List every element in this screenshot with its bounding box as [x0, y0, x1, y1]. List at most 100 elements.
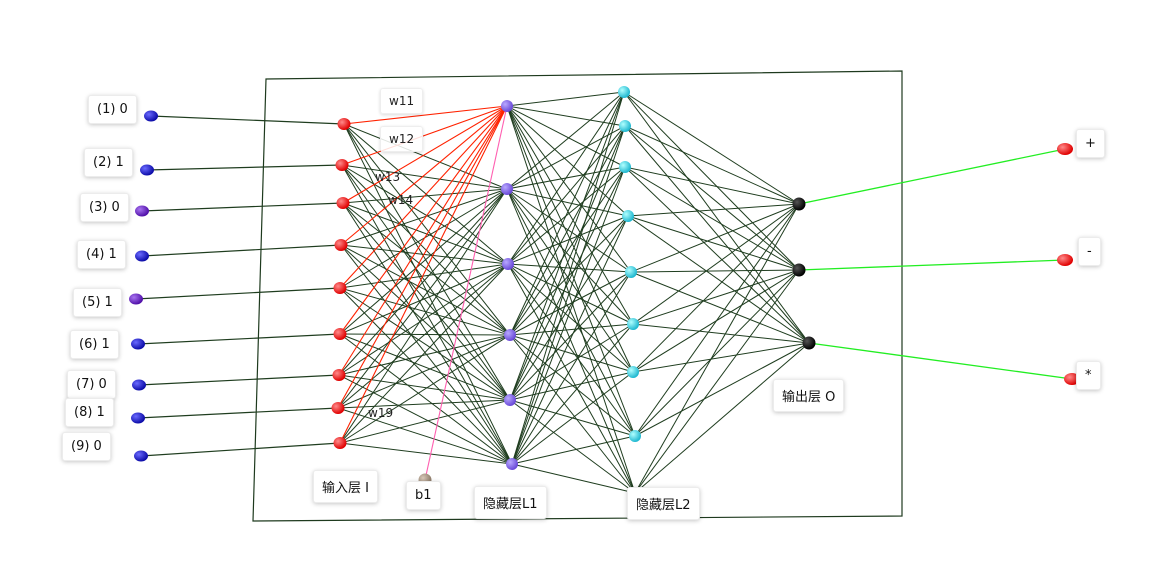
- h1-h2-edge: [507, 263, 634, 325]
- h1-h2-edge: [509, 91, 625, 401]
- i-h1-edge: [340, 188, 508, 246]
- h1-h2-edge: [509, 371, 634, 401]
- h1-h2-edge: [506, 105, 636, 494]
- h2-out-edge: [634, 203, 800, 494]
- i-h1-edge: [338, 374, 513, 465]
- i-h1-edge: [339, 399, 511, 444]
- h1-h2-edge: [509, 323, 634, 336]
- purple-sphere: [129, 293, 143, 305]
- h1-h2-edge: [511, 371, 634, 465]
- blue-sphere: [132, 379, 146, 391]
- layer-label-hidden2: 隐藏层L2: [627, 487, 700, 520]
- hidden1-neuron: [501, 100, 513, 112]
- output-edge: [798, 148, 1066, 205]
- h2-out-edge: [634, 203, 800, 437]
- h2-out-edge: [624, 166, 810, 344]
- i-h1-edge: [341, 164, 513, 465]
- i-h1-edge: [337, 407, 513, 465]
- blue-sphere: [131, 338, 145, 350]
- h1-h2-edge: [509, 125, 626, 401]
- blue-sphere: [140, 164, 154, 176]
- output-edge: [798, 259, 1066, 271]
- i-h1-edge: [337, 263, 509, 409]
- input-neuron: [337, 118, 351, 130]
- input-label: (5) 1: [73, 288, 122, 317]
- h2-out-edge: [624, 166, 800, 271]
- i-h1-edge: [339, 442, 513, 465]
- input-neuron: [333, 328, 347, 340]
- h2-out-edge: [634, 342, 810, 494]
- h2-out-edge: [632, 323, 810, 344]
- i-h1-edge: [339, 188, 508, 444]
- h2-out-edge: [632, 342, 810, 373]
- h1-h2-edge: [511, 323, 634, 465]
- i-h1-edge: [337, 188, 508, 409]
- input-neuron: [333, 282, 347, 294]
- blue-sphere: [135, 250, 149, 262]
- input-label: (3) 0: [80, 193, 129, 222]
- i-h1-edge: [339, 333, 511, 401]
- result-node: [1057, 143, 1073, 155]
- i-h1-edge: [339, 188, 508, 289]
- weight-edge: [343, 105, 508, 125]
- input-edge: [137, 407, 339, 419]
- i-h1-edge: [343, 123, 511, 336]
- input-label: (7) 0: [67, 370, 116, 399]
- h1-h2-edge: [506, 105, 626, 127]
- h2-out-edge: [630, 271, 810, 344]
- weight-label: w11: [380, 88, 424, 114]
- i-h1-edge: [343, 123, 508, 190]
- input-neuron: [332, 369, 346, 381]
- h1-h2-edge: [506, 105, 626, 168]
- hidden2-neuron: [627, 318, 639, 330]
- input-neuron: [331, 402, 345, 414]
- output-neuron: [802, 336, 816, 350]
- hidden2-neuron: [619, 161, 631, 173]
- h2-out-edge: [627, 215, 810, 344]
- h1-h2-edge: [507, 263, 636, 437]
- i-h1-edge: [339, 334, 511, 444]
- i-h1-edge: [339, 263, 509, 335]
- h1-h2-edge: [506, 91, 625, 190]
- weight-edge: [339, 105, 508, 444]
- h2-out-edge: [632, 203, 800, 325]
- h1-h2-edge: [506, 125, 626, 190]
- weight-label: w19: [368, 406, 394, 420]
- i-h1-edge: [339, 287, 511, 401]
- hidden1-neuron: [504, 329, 516, 341]
- output-label: *: [1076, 361, 1101, 390]
- h1-h2-edge: [509, 166, 626, 401]
- weight-label: w13: [375, 170, 401, 184]
- h2-out-edge: [623, 91, 800, 205]
- h1-h2-edge: [509, 271, 632, 336]
- h2-out-edge: [630, 203, 800, 273]
- h1-h2-edge: [511, 166, 626, 465]
- hidden1-neuron: [504, 394, 516, 406]
- input-edge: [137, 333, 341, 345]
- input-label: (4) 1: [77, 240, 126, 269]
- input-neuron: [335, 159, 349, 171]
- hidden1-neuron: [502, 258, 514, 270]
- h1-h2-edge: [511, 271, 632, 465]
- hidden2-neuron: [629, 430, 641, 442]
- h1-h2-edge: [507, 215, 629, 265]
- h1-h2-edge: [506, 188, 636, 437]
- bias-label: b1: [406, 481, 441, 510]
- i-h1-edge: [338, 188, 508, 376]
- output-neuron: [792, 263, 806, 277]
- h2-out-edge: [627, 203, 800, 217]
- h1-h2-edge: [507, 263, 634, 373]
- h1-h2-edge: [509, 334, 636, 494]
- h2-out-edge: [624, 125, 800, 271]
- weight-edge: [337, 105, 508, 409]
- i-h1-edge: [343, 123, 511, 401]
- input-neuron: [334, 239, 348, 251]
- i-h1-edge: [343, 123, 513, 465]
- weight-edge: [340, 105, 508, 246]
- input-edge: [150, 115, 345, 125]
- i-h1-edge: [339, 263, 509, 444]
- h1-h2-edge: [506, 91, 625, 107]
- input-label: (6) 1: [70, 330, 119, 359]
- i-h1-edge: [341, 164, 509, 265]
